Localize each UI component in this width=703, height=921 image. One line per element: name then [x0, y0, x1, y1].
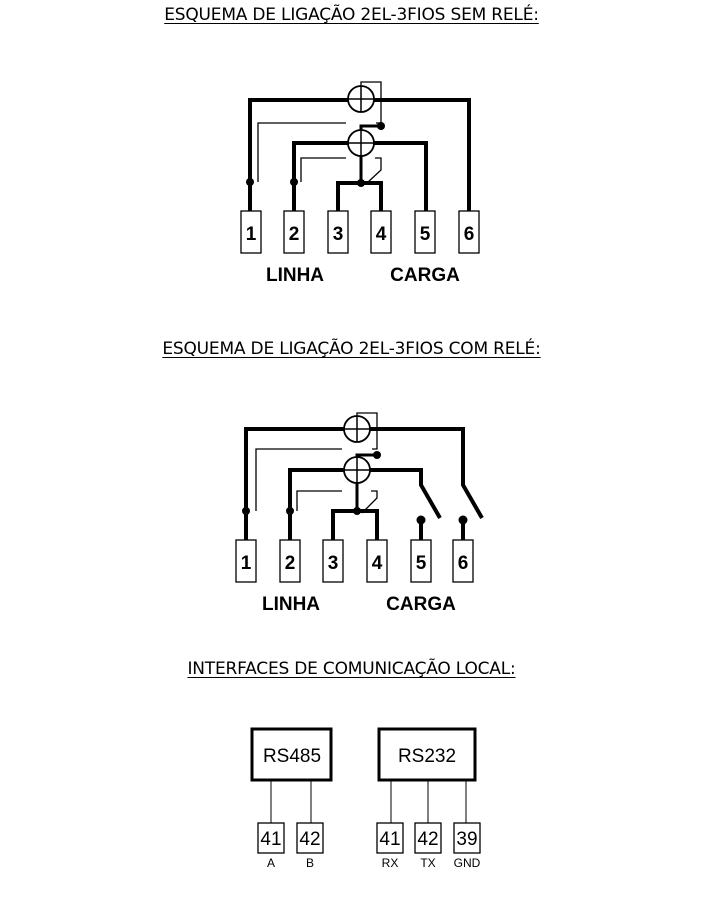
interfaces-title: INTERFACES DE COMUNICAÇÃO LOCAL: [187, 659, 516, 679]
diagram1-terminal-labels: 1 2 3 4 5 6 [246, 224, 475, 245]
rs485-signal-a: A [267, 856, 275, 870]
terminal-4-label: 4 [376, 224, 387, 245]
rs232-box [377, 727, 477, 782]
diagram2-title: ESQUEMA DE LIGAÇÃO 2EL-3FIOS COM RELÉ: [162, 339, 541, 359]
terminal-4-label: 4 [372, 553, 383, 574]
terminal-1-label: 1 [241, 553, 252, 574]
rs232-interface [376, 727, 481, 854]
rs232-label: RS232 [398, 746, 456, 767]
rs232-pin-41: 41 [379, 829, 400, 850]
diagram1-title: ESQUEMA DE LIGAÇÃO 2EL-3FIOS SEM RELÉ: [164, 5, 539, 25]
terminal-3-label: 3 [328, 553, 339, 574]
terminal-1-label: 1 [246, 224, 257, 245]
diagram2-terminal-labels: 1 2 3 4 5 6 [241, 553, 469, 574]
terminal-5-label: 5 [416, 553, 427, 574]
diagram1-line-label: LINHA [266, 265, 324, 286]
diagram2-line-label: LINHA [262, 594, 320, 615]
rs485-interface [250, 727, 333, 854]
rs232-signal-tx: TX [420, 856, 435, 870]
rs485-label: RS485 [263, 746, 321, 767]
terminal-6-label: 6 [464, 224, 475, 245]
rs485-signal-b: B [306, 856, 314, 870]
rs232-pin-42: 42 [417, 829, 438, 850]
rs485-box [250, 727, 333, 782]
terminal-6-label: 6 [458, 553, 469, 574]
diagram2 [235, 412, 484, 583]
rs232-signal-rx: RX [382, 856, 399, 870]
diagram2-load-label: CARGA [386, 594, 456, 615]
rs232-pin-39: 39 [456, 829, 477, 850]
diagram1-load-label: CARGA [390, 265, 460, 286]
terminal-2-label: 2 [289, 224, 300, 245]
diagram1 [240, 81, 480, 254]
rs485-pin-41: 41 [260, 829, 281, 850]
terminal-2-label: 2 [285, 553, 296, 574]
rs485-pin-42: 42 [299, 829, 320, 850]
terminal-5-label: 5 [420, 224, 431, 245]
terminal-3-label: 3 [333, 224, 344, 245]
rs232-signal-gnd: GND [454, 856, 481, 870]
